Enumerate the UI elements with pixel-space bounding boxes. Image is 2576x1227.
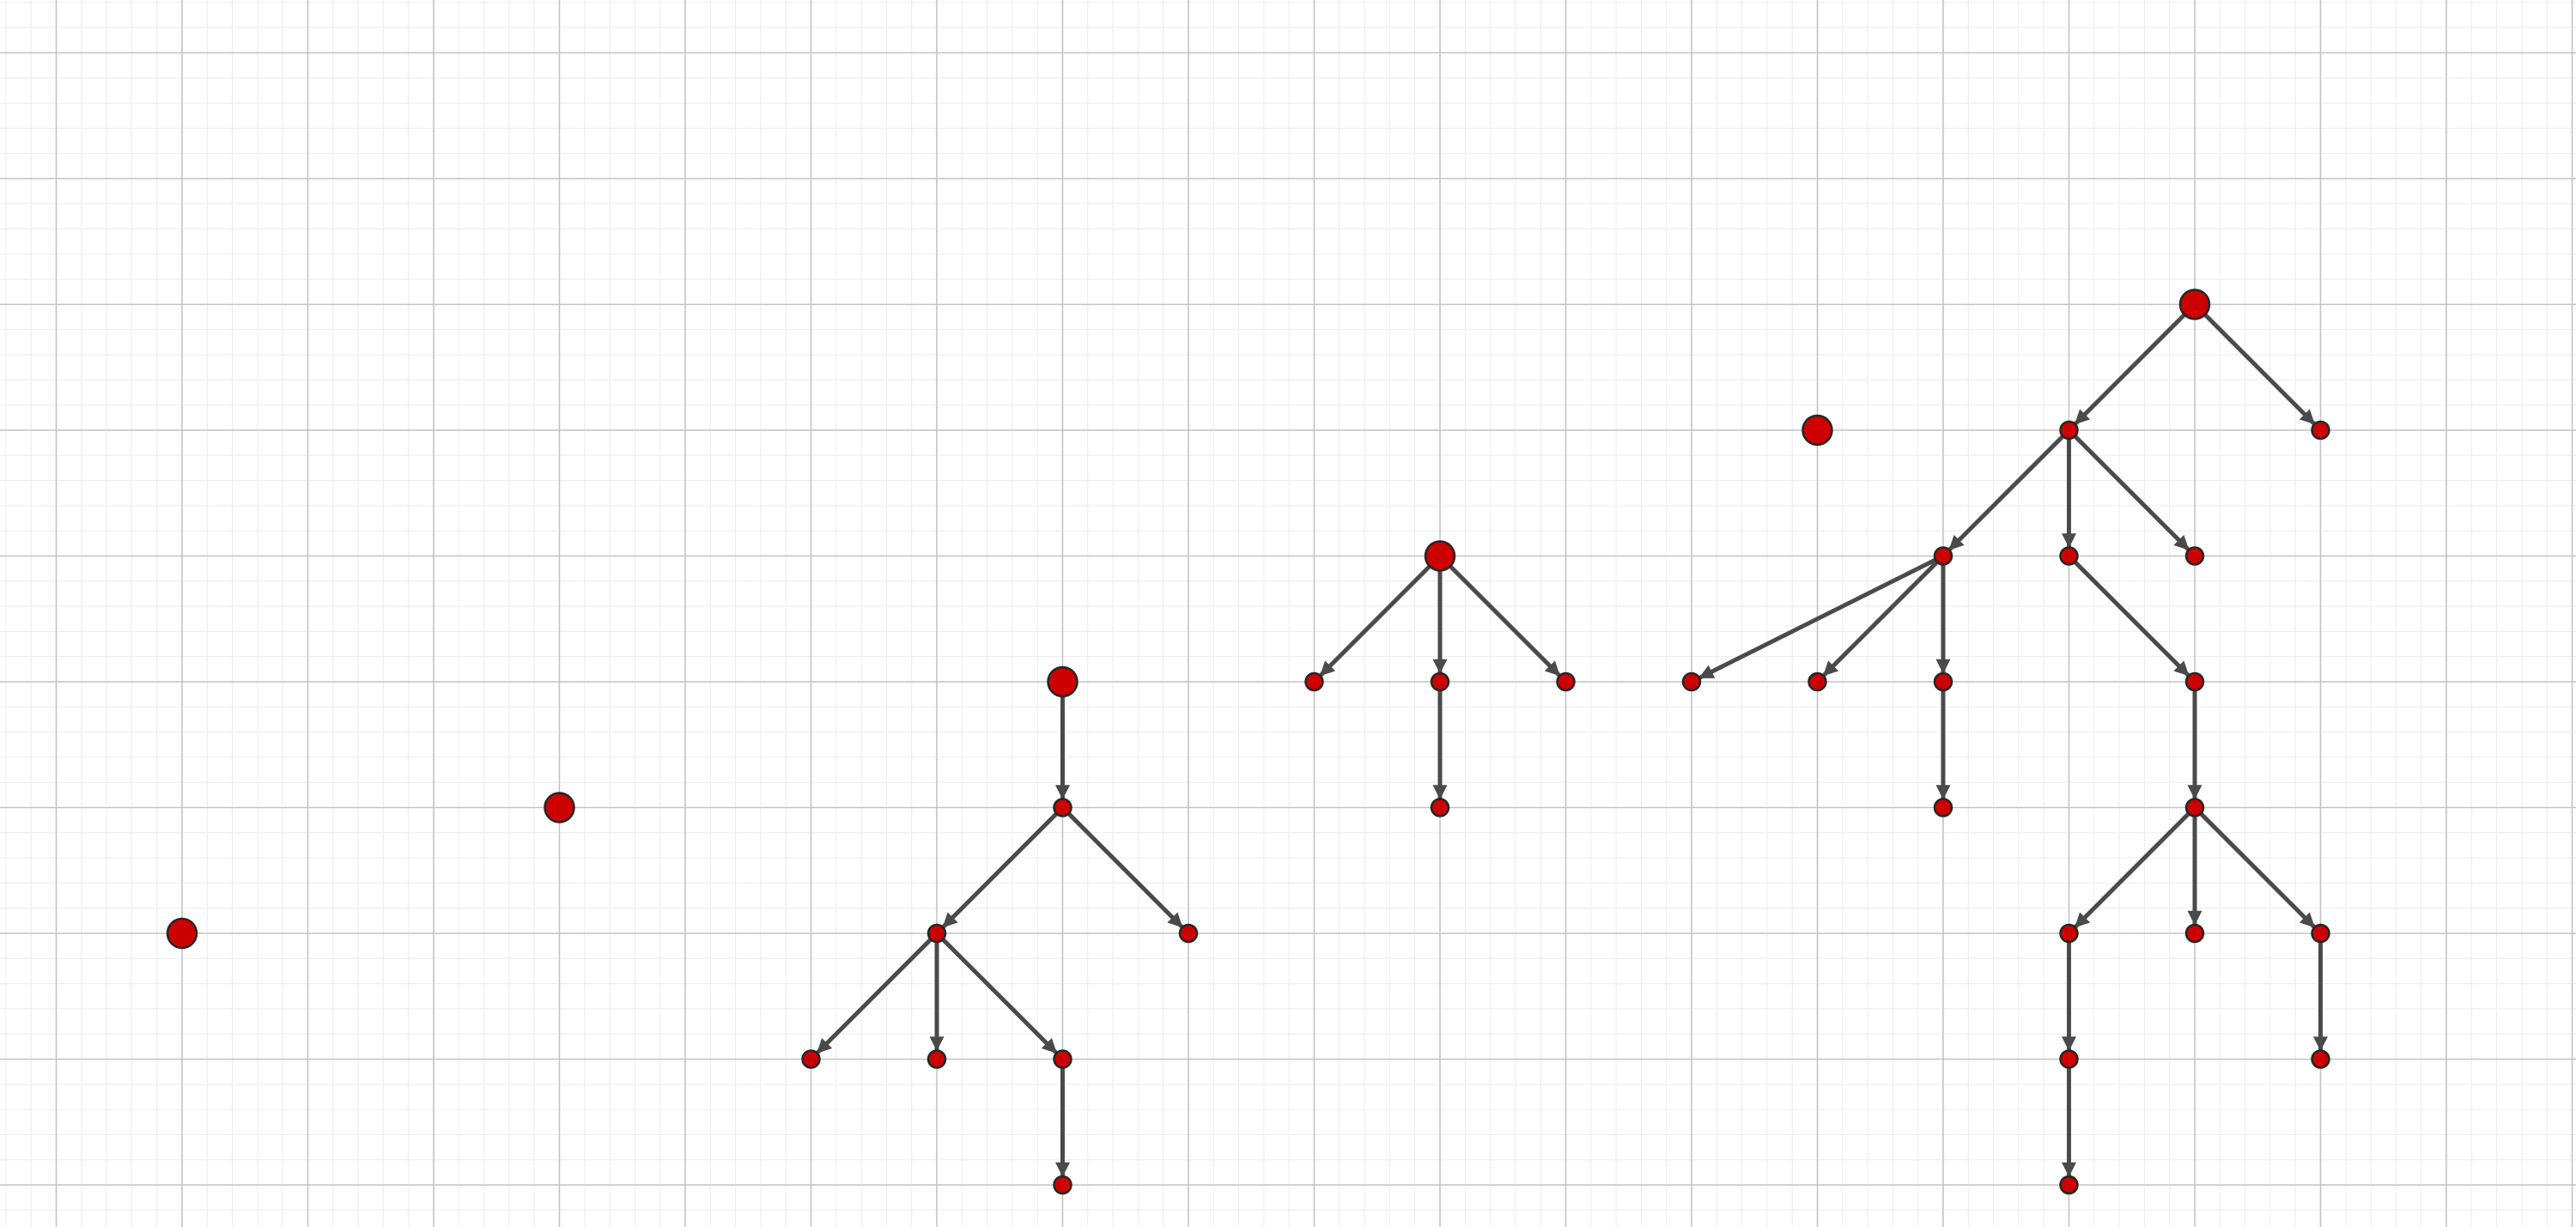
edge-arrow[interactable] [2199,811,2316,928]
edge-arrow[interactable] [1066,811,1183,928]
tree-node[interactable] [1053,798,1072,817]
edges-layer [816,313,2329,1177]
edge-arrow[interactable] [2203,313,2316,425]
tree-node[interactable] [2184,798,2205,817]
tree-node[interactable] [2059,420,2079,440]
edge-arrow[interactable] [816,938,933,1054]
tree-node[interactable] [1556,671,1576,692]
edge-arrow[interactable] [2073,560,2190,677]
tree-node[interactable] [2311,1049,2330,1069]
edge-arrow[interactable] [941,938,1058,1054]
edge-arrow[interactable] [942,811,1059,928]
edge-arrow[interactable] [1449,564,1561,677]
tree-node[interactable] [2059,1049,2079,1069]
tree-node[interactable] [1053,1049,1072,1069]
edge-arrow[interactable] [2074,313,2186,425]
tree-node[interactable] [1304,671,1324,692]
tree-node[interactable] [1933,671,1953,692]
tree-node[interactable] [1178,923,1199,944]
tree-node[interactable] [1681,671,1702,692]
tree-node[interactable] [2059,1175,2079,1195]
tree-node[interactable] [1430,671,1450,692]
tree-node[interactable] [1807,671,1827,692]
tree-node[interactable] [2059,923,2079,944]
edge-arrow[interactable] [2074,811,2190,928]
edge-arrow[interactable] [1698,557,1937,680]
root-node[interactable] [1047,665,1078,698]
tree-node[interactable] [1933,798,1953,817]
tree-node[interactable] [1053,1175,1072,1195]
root-node[interactable] [1424,540,1456,572]
tree-node[interactable] [1933,546,1953,566]
tree-node[interactable] [927,1049,947,1069]
tree-node[interactable] [2311,923,2330,944]
edge-arrow[interactable] [1822,560,1939,677]
tree-node[interactable] [2184,923,2205,944]
nodes-layer [166,289,2330,1195]
tree-node[interactable] [2059,546,2079,566]
tree-node[interactable] [2184,671,2205,692]
edge-arrow[interactable] [1319,564,1431,677]
tree-node[interactable] [2311,420,2330,440]
root-node[interactable] [2178,289,2211,320]
edge-arrow[interactable] [2073,434,2190,551]
root-node[interactable] [166,917,198,950]
root-node[interactable] [544,792,575,823]
edge-arrow[interactable] [1948,434,2065,551]
tree-node[interactable] [2184,546,2205,566]
tree-node[interactable] [927,923,947,944]
tree-node[interactable] [1430,798,1450,817]
root-node[interactable] [1801,414,1833,446]
tree-node[interactable] [801,1049,821,1069]
